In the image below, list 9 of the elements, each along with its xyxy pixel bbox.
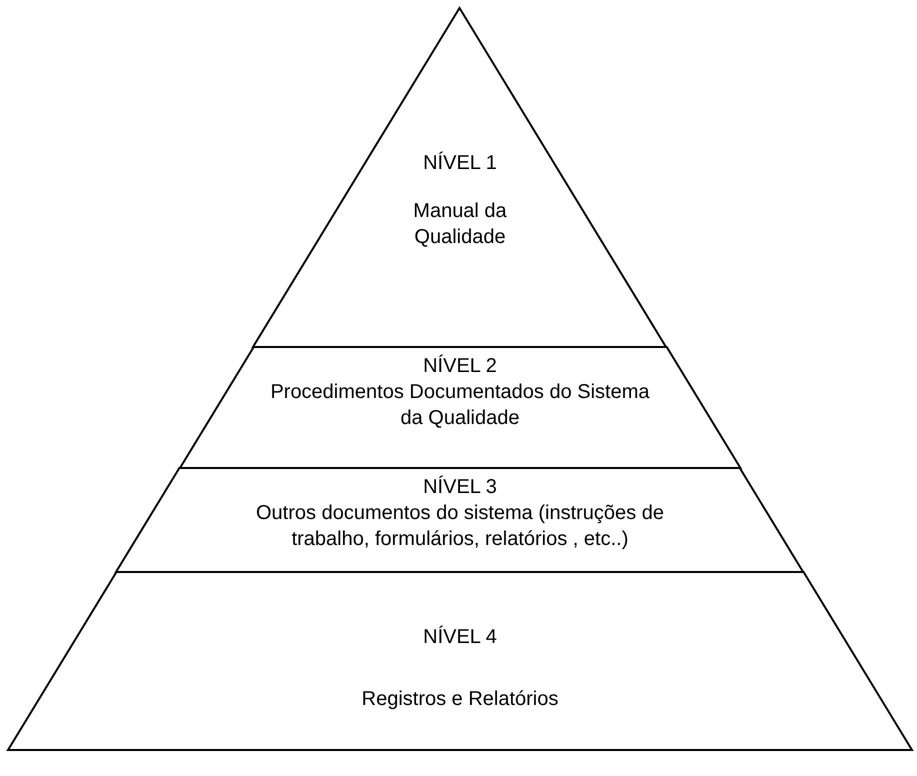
level-description: Registros e Relatórios <box>362 687 558 712</box>
level-heading: NÍVEL 3 <box>423 474 497 500</box>
level-heading: NÍVEL 4 <box>423 624 497 650</box>
level-description: Outros documentos do sistema (instruções de trabalho, formulários, relatórios , etc..) <box>255 501 665 552</box>
level-heading: NÍVEL 2 <box>423 354 497 379</box>
level-description: Manual da Qualidade <box>412 199 508 250</box>
level-heading: NÍVEL 1 <box>423 150 497 176</box>
pyramid-tier <box>180 347 740 468</box>
level-description: Procedimentos Documentados do Sistema da Qualidade <box>270 380 650 431</box>
